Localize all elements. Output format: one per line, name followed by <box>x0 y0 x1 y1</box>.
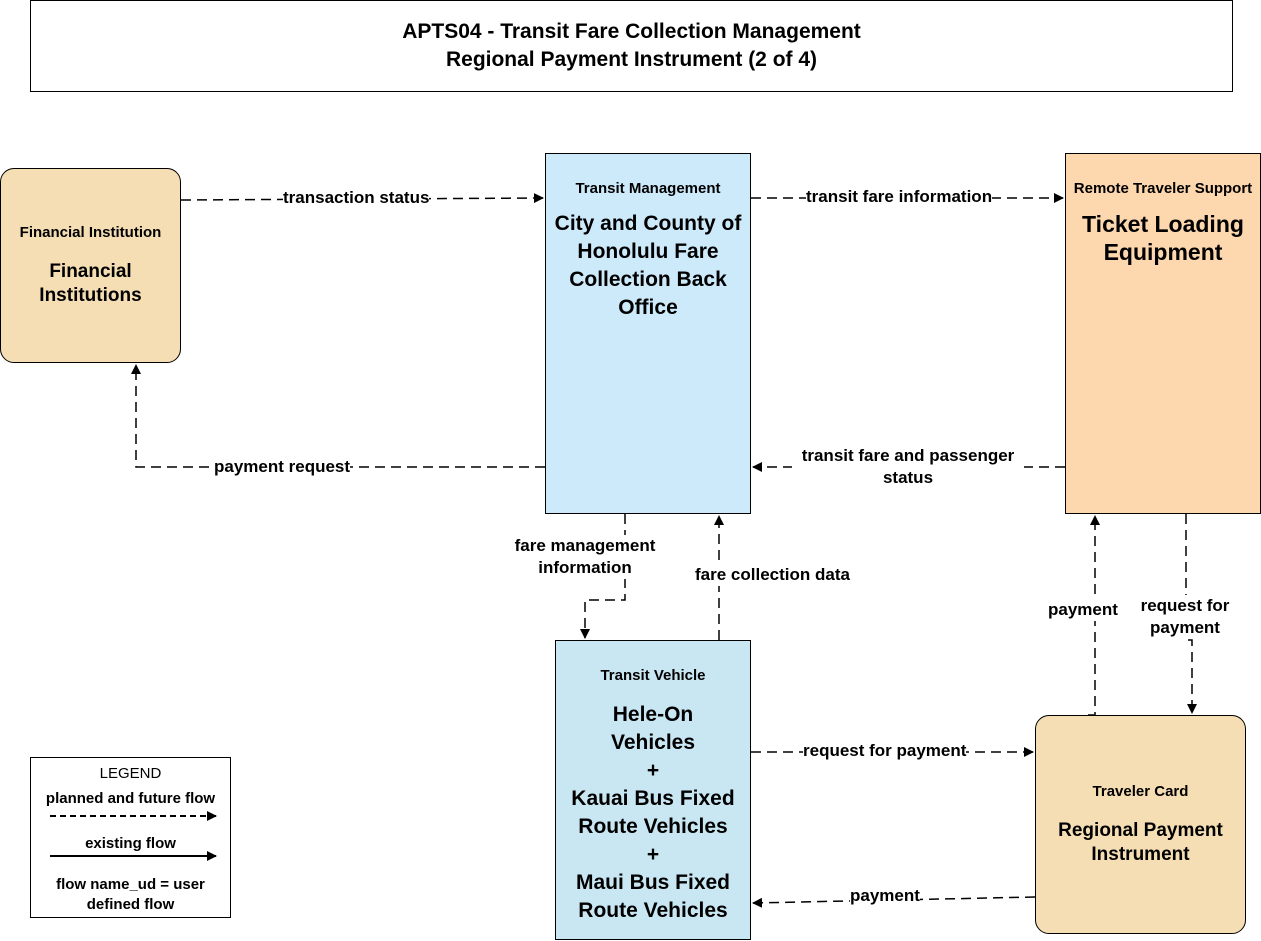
legend-planned-label: planned and future flow <box>45 790 216 807</box>
node-name-line: + <box>646 843 660 866</box>
flow-line-request-for-payment-remote <box>1185 514 1197 714</box>
node-name-line: + <box>646 759 660 782</box>
node-financial-institutions: Financial Institution Financial Institut… <box>0 168 181 363</box>
flow-label-fare-management-information: fare management information <box>505 535 665 579</box>
legend-lines <box>50 811 217 861</box>
flow-label-payment-request: payment request <box>214 456 351 478</box>
flow-line-fare-management-information <box>580 514 626 639</box>
legend-existing-label: existing flow <box>85 835 176 852</box>
node-category: Traveler Card <box>1092 782 1189 800</box>
flow-label-payment-vehicle: payment <box>850 885 920 907</box>
node-name-line: Maui Bus Fixed <box>575 871 731 894</box>
node-name: Ticket Loading Equipment <box>1082 211 1244 265</box>
node-name: City and County of Honolulu Fare Collect… <box>554 212 742 319</box>
flow-label-request-for-payment-vehicle: request for payment <box>803 740 967 762</box>
node-name-line: Kauai Bus Fixed <box>571 787 735 810</box>
node-regional-payment-instrument: Traveler Card Regional Payment Instrumen… <box>1035 715 1246 934</box>
legend: LEGEND planned and future flow existing … <box>30 757 231 918</box>
legend-title: LEGEND <box>99 765 162 782</box>
title-line-1: APTS04 - Transit Fare Collection Managem… <box>402 20 861 43</box>
flow-label-request-for-payment-remote: request for payment <box>1134 595 1236 639</box>
flow-line-payment-request <box>131 364 545 468</box>
flow-label-payment-remote: payment <box>1048 599 1118 621</box>
node-name-line: Vehicles <box>610 731 696 754</box>
node-name: Financial Institutions <box>39 260 142 306</box>
node-category: Transit Management <box>575 180 721 197</box>
legend-user-defined-label: flow name_ud = user defined flow <box>56 876 205 913</box>
flow-label-transit-fare-passenger-status: transit fare and passenger status <box>792 445 1024 489</box>
node-name-line: Hele-On <box>612 703 694 726</box>
node-name: Regional Payment Instrument <box>1058 819 1223 865</box>
title-line-2: Regional Payment Instrument (2 of 4) <box>445 48 818 71</box>
node-name-line: Route Vehicles <box>578 899 728 922</box>
flow-label-fare-collection-data: fare collection data <box>695 564 850 586</box>
node-transit-vehicles: Transit Vehicle Hele-On Vehicles + Kauai… <box>555 640 751 940</box>
node-fare-collection-back-office: Transit Management City and County of Ho… <box>545 153 751 514</box>
diagram-title: APTS04 - Transit Fare Collection Managem… <box>30 0 1233 92</box>
flow-label-transaction-status: transaction status <box>283 187 430 209</box>
node-name-line: Route Vehicles <box>578 815 728 838</box>
node-category: Remote Traveler Support <box>1073 180 1253 197</box>
node-category: Transit Vehicle <box>600 667 706 684</box>
node-category: Financial Institution <box>19 223 162 241</box>
flow-label-transit-fare-information: transit fare information <box>806 186 993 208</box>
node-ticket-loading-equipment: Remote Traveler Support Ticket Loading E… <box>1065 153 1261 514</box>
